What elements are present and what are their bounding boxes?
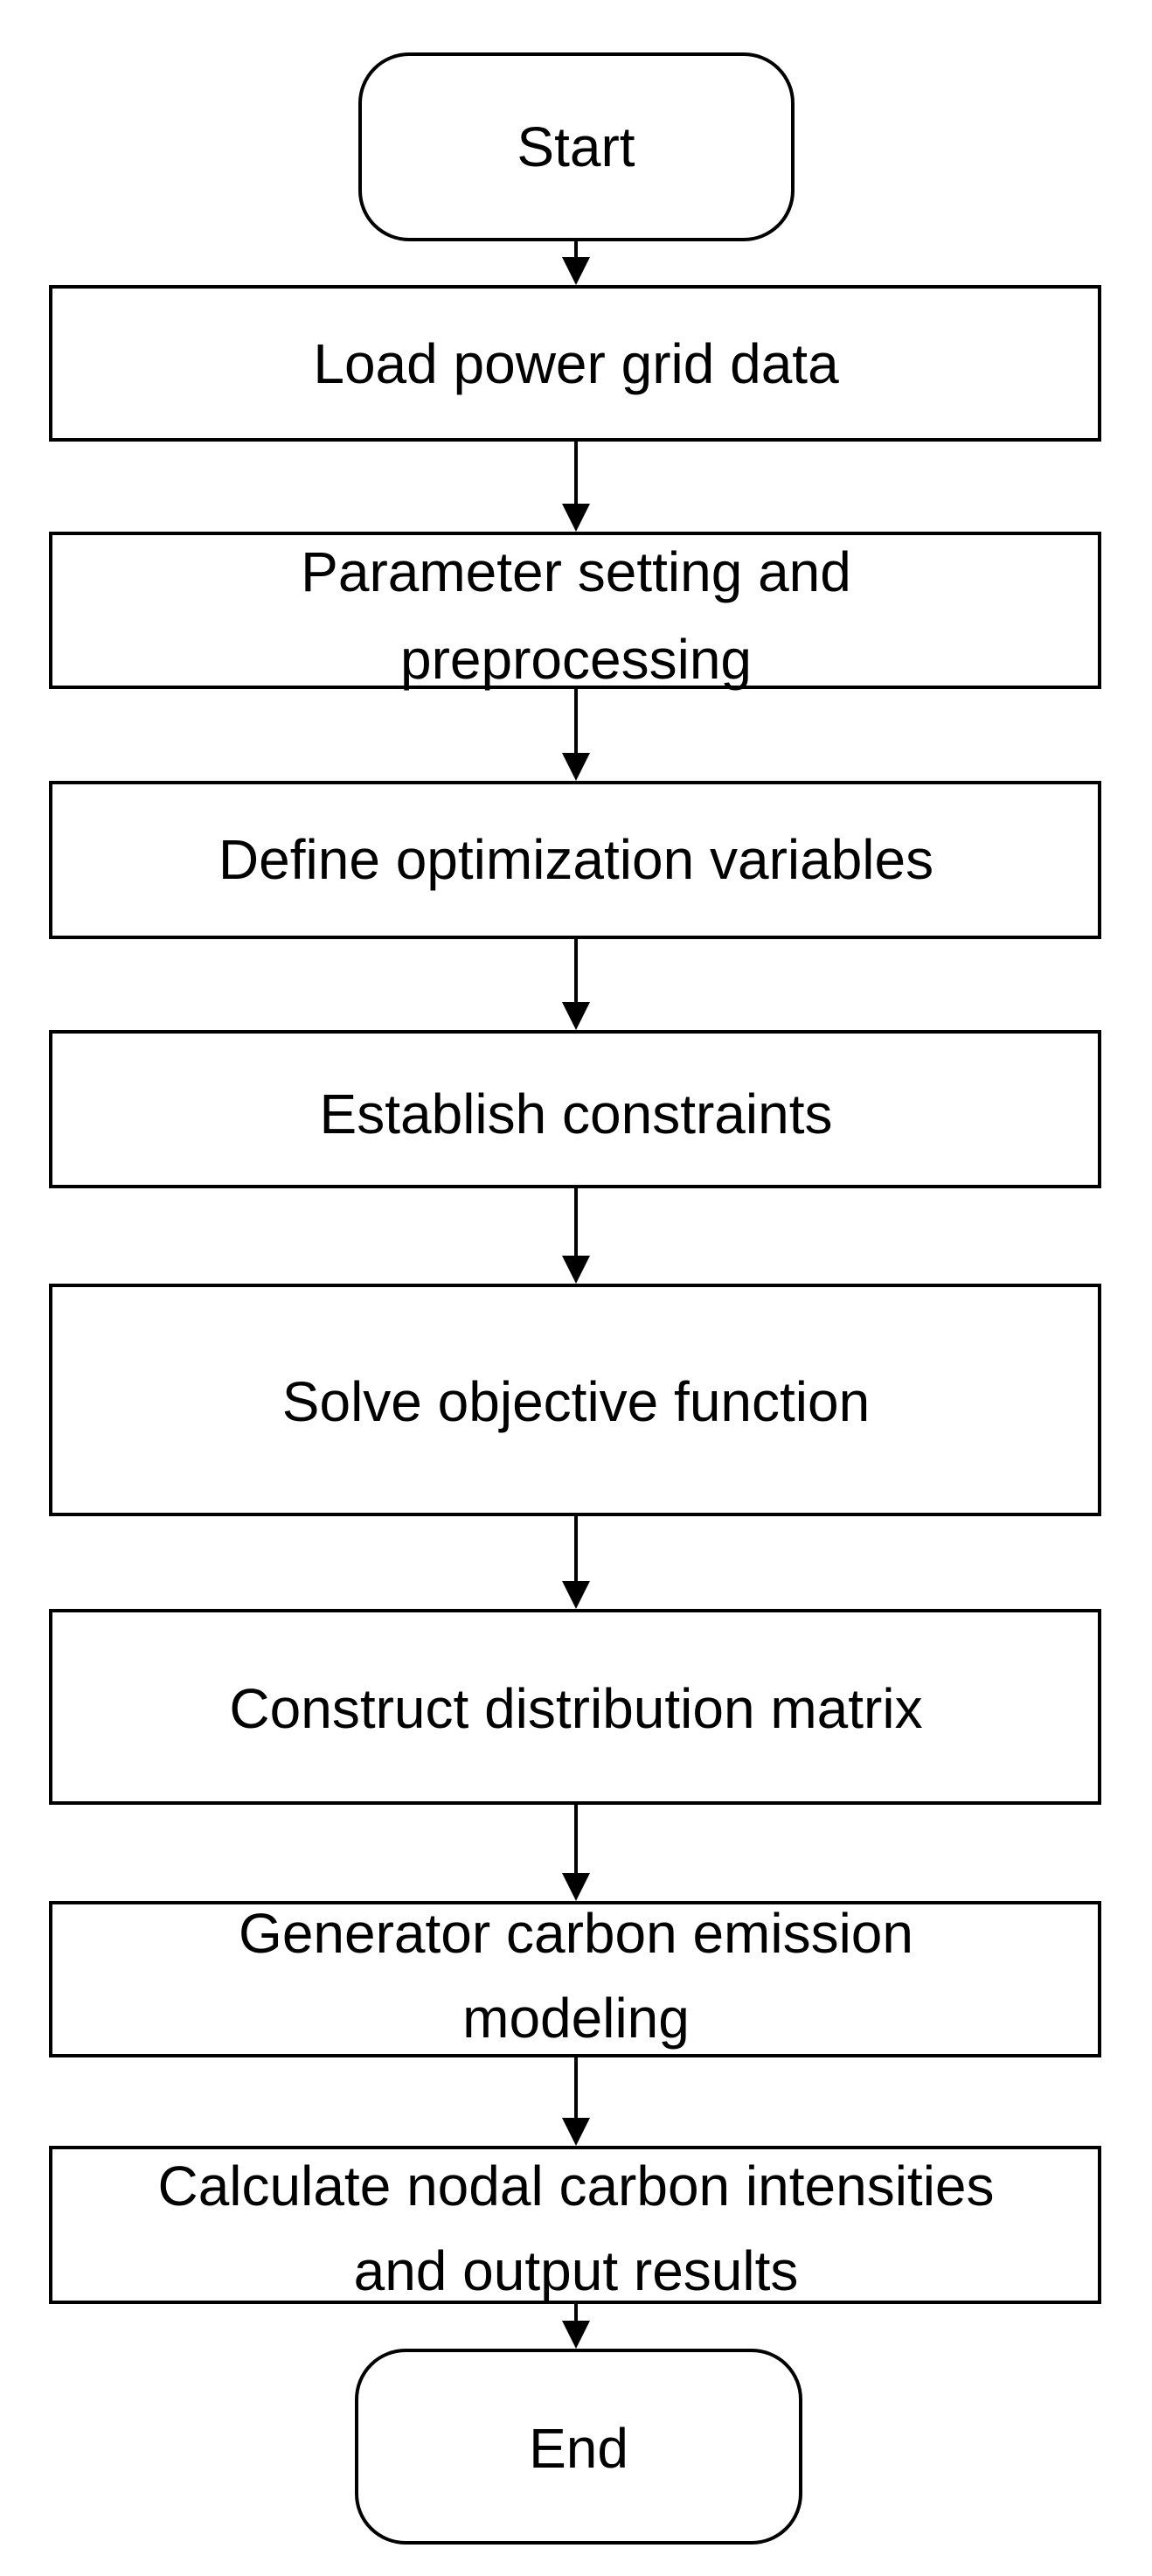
step-load-power-grid-data: Load power grid data — [49, 285, 1101, 442]
step-label-line2: and output results — [354, 2239, 799, 2302]
step-label: Solve objective function — [282, 1370, 870, 1433]
step-label: Define optimization variables — [219, 828, 933, 891]
step-label-line1: Generator carbon emission — [239, 1902, 913, 1965]
step-generator-carbon-emission-modeling: Generator carbon emission modeling — [49, 1901, 1101, 2057]
arrow-generator-to-calculate — [562, 2056, 590, 2146]
arrow-construct-to-generator — [562, 1803, 590, 1901]
arrow-start-to-load — [562, 240, 590, 285]
step-label-line1: Calculate nodal carbon intensities — [157, 2155, 994, 2217]
end-label: End — [529, 2417, 628, 2480]
end-terminator: End — [355, 2349, 802, 2545]
step-establish-constraints: Establish constraints — [49, 1030, 1101, 1188]
step-calculate-nodal-carbon-intensities: Calculate nodal carbon intensities and o… — [49, 2146, 1101, 2304]
arrow-solve-to-construct — [562, 1514, 590, 1609]
step-label-line2: preprocessing — [400, 628, 752, 691]
arrow-define-to-establish — [562, 937, 590, 1030]
step-label-line2: modeling — [462, 1987, 690, 2050]
step-parameter-setting: Parameter setting and preprocessing — [49, 532, 1101, 691]
start-terminator: Start — [358, 52, 795, 241]
arrow-establish-to-solve — [562, 1187, 590, 1284]
step-label: Load power grid data — [313, 332, 839, 395]
arrow-load-to-parameter — [562, 440, 590, 532]
step-construct-distribution-matrix: Construct distribution matrix — [49, 1609, 1101, 1805]
step-label-line1: Parameter setting and — [301, 540, 851, 603]
step-label: Establish constraints — [320, 1083, 833, 1145]
arrow-parameter-to-define — [562, 687, 590, 781]
step-label: Construct distribution matrix — [229, 1677, 922, 1740]
step-define-optimization-variables: Define optimization variables — [49, 781, 1101, 939]
step-solve-objective-function: Solve objective function — [49, 1284, 1101, 1516]
start-label: Start — [517, 115, 635, 178]
arrow-calculate-to-end — [562, 2302, 590, 2349]
